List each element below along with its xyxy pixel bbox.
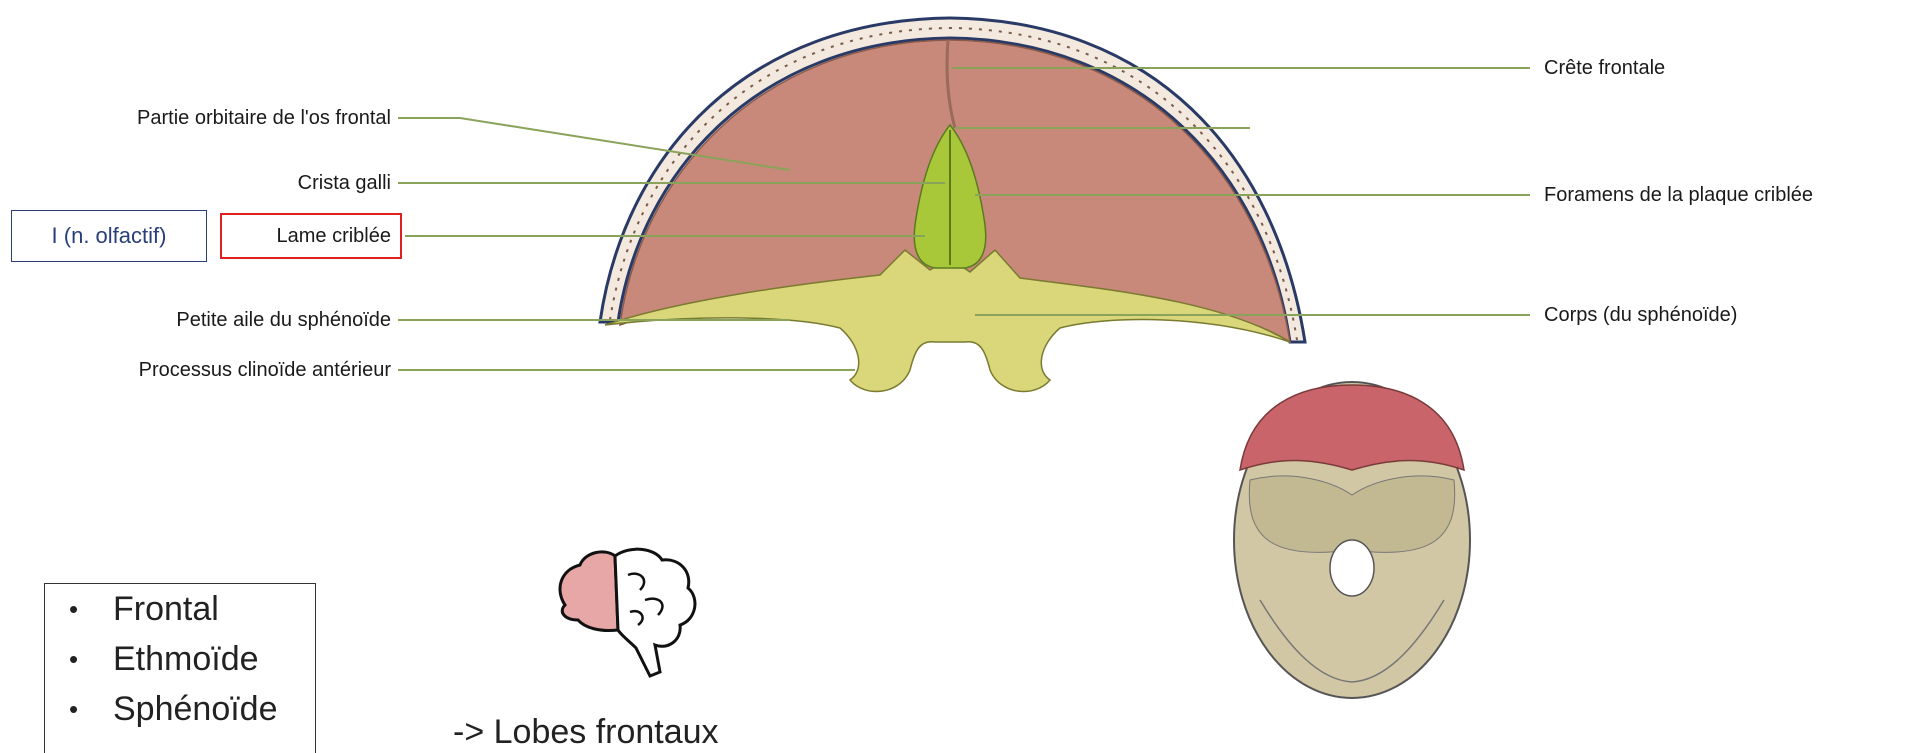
label-partie-orbitaire: Partie orbitaire de l'os frontal <box>137 106 391 130</box>
foramen-magnum <box>1330 540 1374 596</box>
label-crete-frontale: Crête frontale <box>1544 56 1665 80</box>
bone-item-sphenoide: Sphénoïde <box>45 684 315 734</box>
bones-list-box: Frontal Ethmoïde Sphénoïde <box>44 583 316 753</box>
label-processus-clinoide: Processus clinoïde antérieur <box>139 358 391 382</box>
bone-item-ethmoide: Ethmoïde <box>45 634 315 684</box>
skull-base-anterior-fossa <box>1240 385 1464 470</box>
label-lame-criblee: Lame criblée <box>276 224 391 248</box>
brain-icon <box>560 549 695 676</box>
bones-list: Frontal Ethmoïde Sphénoïde <box>45 584 315 734</box>
brain-outline <box>615 549 695 676</box>
brain-frontal-lobe <box>560 552 618 631</box>
label-foramens: Foramens de la plaque criblée <box>1544 183 1813 207</box>
label-crista-galli: Crista galli <box>298 171 391 195</box>
lobes-frontaux-text: -> Lobes frontaux <box>453 713 719 752</box>
nerve-tag: I (n. olfactif) <box>11 210 207 262</box>
skull-base-thumbnail <box>1234 382 1470 698</box>
label-corps: Corps (du sphénoïde) <box>1544 303 1737 327</box>
bone-item-frontal: Frontal <box>45 584 315 634</box>
label-petite-aile: Petite aile du sphénoïde <box>176 308 391 332</box>
